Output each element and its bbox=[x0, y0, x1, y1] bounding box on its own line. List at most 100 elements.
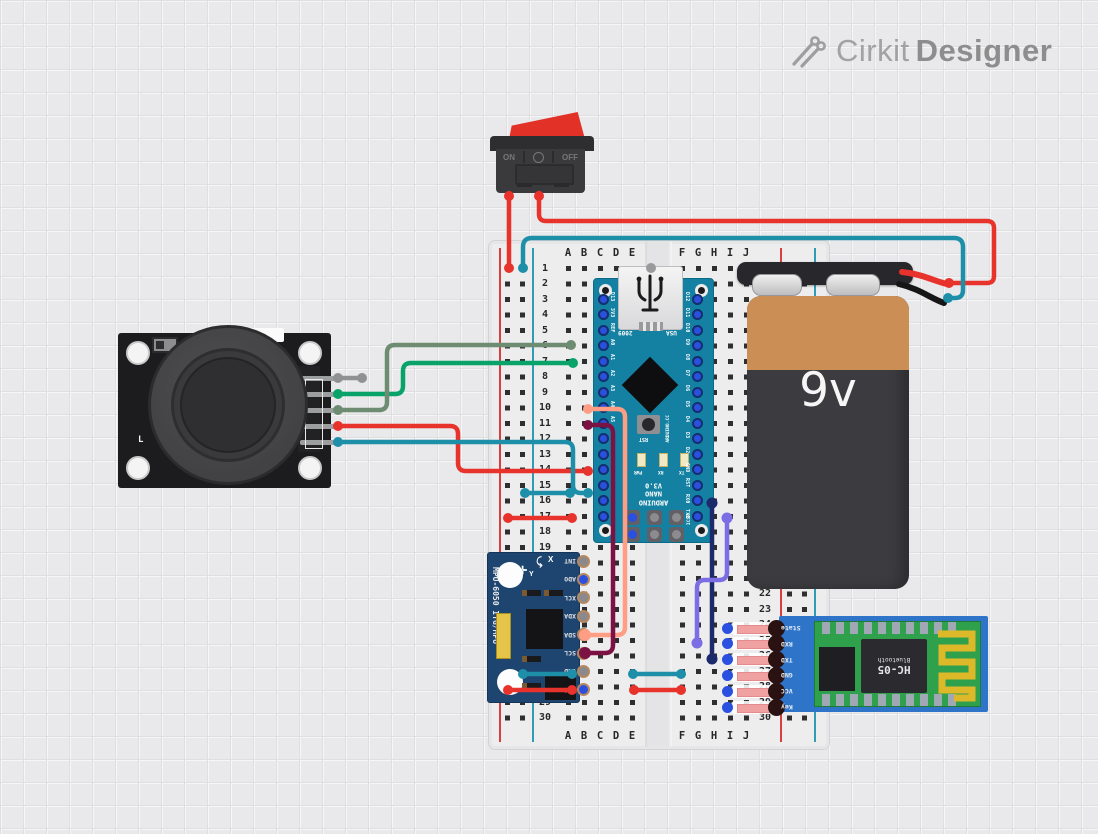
mpu-pin-xcl[interactable] bbox=[576, 591, 590, 605]
hc05-pin-hole[interactable] bbox=[721, 669, 733, 681]
nano-pin-a4[interactable] bbox=[597, 402, 609, 413]
switch-divider bbox=[523, 151, 525, 163]
nano-pin-ref[interactable] bbox=[597, 324, 609, 336]
nano-pin-d7[interactable] bbox=[691, 371, 703, 382]
battery-terminal bbox=[752, 274, 802, 296]
mpu-pin-vcc[interactable] bbox=[576, 683, 590, 697]
nano-pin-label: GND bbox=[684, 462, 689, 473]
mpu-pin-label: GND bbox=[564, 667, 576, 676]
nano-pin-d10[interactable] bbox=[691, 324, 703, 336]
hc05-pin-txd[interactable] bbox=[737, 656, 771, 666]
nano-pin-label: D5 bbox=[684, 400, 689, 407]
hc05-chip-subtitle: Bluetooth bbox=[877, 656, 911, 663]
nano-pin-d5[interactable] bbox=[691, 402, 703, 413]
switch-slot bbox=[517, 183, 532, 187]
nano-pin-tx1[interactable] bbox=[691, 510, 703, 522]
nano-pin-label: TX1 bbox=[684, 509, 689, 519]
nano-pin-label: D11 bbox=[684, 307, 689, 318]
nano-pin-3v3[interactable] bbox=[597, 309, 609, 320]
joystick-knob-cap[interactable] bbox=[180, 357, 276, 453]
hc05-flash-chip bbox=[819, 647, 855, 691]
mpu-pin-label: SDA bbox=[564, 630, 576, 639]
joystick-module[interactable]: S G L bbox=[118, 325, 342, 488]
nano-pin-d11[interactable] bbox=[691, 309, 703, 320]
hc05-pin-solder bbox=[767, 682, 785, 700]
nano-pin-d8[interactable] bbox=[691, 355, 703, 367]
nano-pin-a2[interactable] bbox=[597, 371, 609, 382]
mounting-hole bbox=[126, 456, 150, 480]
hc05-pin-gnd[interactable] bbox=[737, 671, 771, 681]
hc05-pin-hole[interactable] bbox=[721, 622, 733, 634]
nano-pin-label: D10 bbox=[684, 323, 689, 333]
mpu-pin-ado[interactable] bbox=[576, 572, 590, 586]
row-number-right: 30 bbox=[758, 712, 772, 723]
nano-pin-a0[interactable] bbox=[597, 340, 609, 351]
joystick-pin-vrx[interactable] bbox=[300, 407, 342, 413]
rocker-switch[interactable]: ON OFF bbox=[486, 108, 596, 208]
cirkit-logo-icon bbox=[792, 36, 826, 68]
row-number-left: 3 bbox=[541, 293, 549, 305]
hc05-pin-rxd[interactable] bbox=[737, 640, 771, 650]
battery-9v[interactable]: 9v bbox=[735, 258, 951, 593]
joystick-pin-5v[interactable] bbox=[300, 423, 342, 429]
reset-button[interactable] bbox=[637, 415, 660, 434]
hc05-pin-hole[interactable] bbox=[721, 701, 733, 713]
mini-usb-connector[interactable] bbox=[618, 263, 683, 331]
row-number-left: 15 bbox=[538, 479, 552, 491]
nano-pin-a5[interactable] bbox=[597, 417, 609, 429]
mounting-hole bbox=[298, 341, 322, 365]
nano-pin-gnd[interactable] bbox=[597, 495, 609, 506]
nano-pin-a7[interactable] bbox=[597, 448, 609, 460]
switch-recess-panel bbox=[515, 164, 574, 185]
nano-pin-rst[interactable] bbox=[597, 479, 609, 491]
mpu-pin-sda[interactable] bbox=[576, 628, 590, 642]
joystick-pin-sw[interactable] bbox=[300, 375, 342, 381]
mpu-pin-int[interactable] bbox=[576, 554, 590, 568]
hc05-pin-hole[interactable] bbox=[721, 638, 733, 650]
nano-pin-gnd[interactable] bbox=[691, 464, 703, 475]
usb-pins bbox=[639, 322, 663, 331]
nano-pin-5v[interactable] bbox=[597, 464, 609, 475]
hc05-pin-key[interactable] bbox=[737, 703, 771, 713]
nano-pin-label: 5V bbox=[609, 462, 614, 469]
nano-pin-label: A6 bbox=[609, 431, 614, 438]
nano-pin-a6[interactable] bbox=[597, 433, 609, 444]
nano-pin-rx0[interactable] bbox=[691, 495, 703, 506]
nano-pin-d12[interactable] bbox=[691, 293, 703, 305]
nano-pin-vin[interactable] bbox=[597, 510, 609, 522]
hc05-pin-label: State bbox=[781, 624, 801, 632]
mpu-resistor bbox=[522, 656, 541, 662]
hc05-pin-hole[interactable] bbox=[721, 685, 733, 697]
hc05-bluetooth-module[interactable]: HC-05 Bluetooth bbox=[779, 616, 988, 712]
row-number-left: 6 bbox=[541, 340, 549, 351]
joystick-pin-vry[interactable] bbox=[300, 391, 342, 397]
nano-pin-d4[interactable] bbox=[691, 417, 703, 429]
hc05-pin-vcc[interactable] bbox=[737, 687, 771, 697]
mpu-chip bbox=[526, 609, 563, 649]
nano-pin-a1[interactable] bbox=[597, 355, 609, 367]
row-number-left: 12 bbox=[538, 433, 552, 444]
mpu-pin-scl[interactable] bbox=[576, 646, 590, 660]
hc05-pin-hole[interactable] bbox=[721, 654, 733, 666]
hc05-pin-label: TXD bbox=[781, 655, 793, 664]
hc05-pin-state[interactable] bbox=[737, 624, 771, 634]
nano-pin-label: D3 bbox=[684, 431, 689, 438]
nano-pin-d13[interactable] bbox=[597, 293, 609, 305]
hc05-pin-solder bbox=[767, 666, 785, 684]
nano-pin-rst[interactable] bbox=[691, 479, 703, 491]
mpu-axis-y-label: Y bbox=[529, 571, 534, 578]
nano-pin-d9[interactable] bbox=[691, 340, 703, 351]
battery-band bbox=[747, 296, 909, 370]
hc05-pin-label: VCC bbox=[781, 687, 793, 696]
mpu-pin-xda[interactable] bbox=[576, 609, 590, 623]
hc05-pin-solder bbox=[767, 651, 785, 669]
nano-pin-d6[interactable] bbox=[691, 386, 703, 398]
nano-pin-a3[interactable] bbox=[597, 386, 609, 398]
joystick-pin-gnd[interactable] bbox=[300, 439, 342, 445]
column-letter: A bbox=[564, 247, 572, 259]
nano-pin-d2[interactable] bbox=[691, 448, 703, 460]
row-number-right: 23 bbox=[758, 603, 772, 615]
nano-pin-d3[interactable] bbox=[691, 433, 703, 444]
mpu-pin-gnd[interactable] bbox=[576, 664, 590, 678]
